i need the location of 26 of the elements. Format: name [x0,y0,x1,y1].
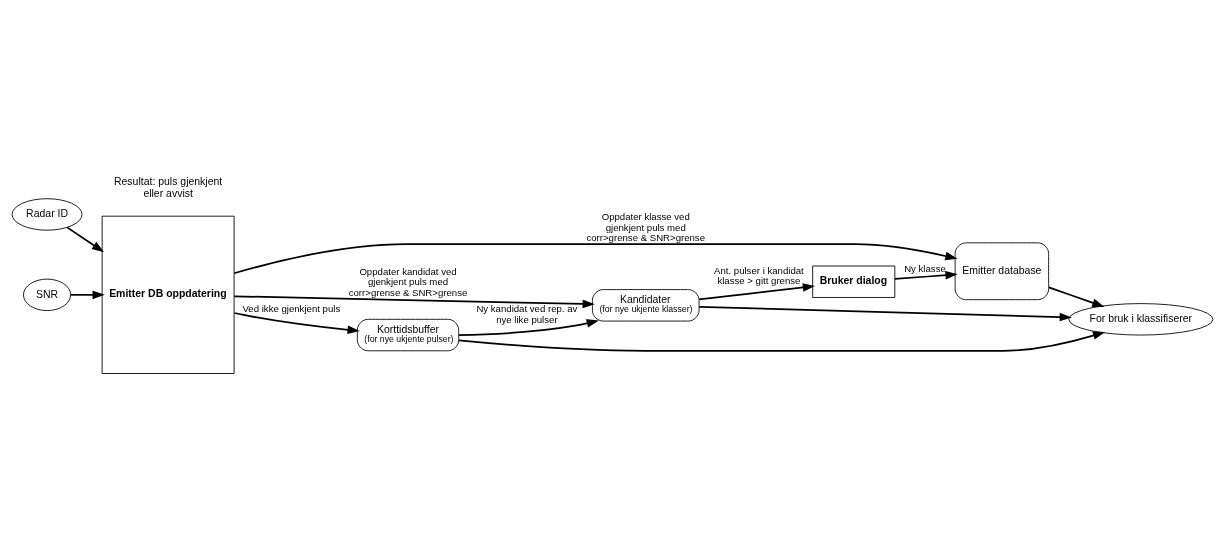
arrow [698,282,816,300]
node-ellipse: For bruk i klassifiserer [1068,302,1214,335]
arrow [457,330,1106,352]
node-box: Korttidsbuffer (for nye ukjente pulser) [356,318,460,351]
node-box: Kandidater (for nye ukjente klasser) [592,288,700,321]
arrow [66,226,105,252]
edge-label: Ny kandidat ved rep. av nye like pulser [476,302,578,325]
arrow [698,305,1072,321]
arrow [70,290,105,299]
label: Resultat: puls gjenkjent eller avvist [114,175,223,199]
node-box: Emitter DB oppdatering [101,215,235,374]
arrow [457,318,599,336]
edge-label: Ny klasse [904,262,946,274]
node-box: Emitter database [954,241,1050,300]
edge-label: Ved ikke gjenkjent puls [242,302,341,314]
node-box: Bruker dialog [812,265,896,298]
arrow [1047,286,1105,307]
arrow [233,294,595,308]
arrow [894,270,958,280]
node-ellipse: SNR [23,278,72,311]
arrow [233,242,958,274]
edge-label: Oppdater klasse ved gjenkjent puls med corr>grense & SNR>grense [586,210,706,243]
edge-label: Ant. pulser i kandidat klasse > gitt grense [714,264,804,286]
edge-label: Oppdater kandidat ved gjenkjent puls med corr>grense & SNR>grense [348,265,468,298]
node-ellipse: Radar ID [11,197,83,231]
arrow [233,311,360,334]
